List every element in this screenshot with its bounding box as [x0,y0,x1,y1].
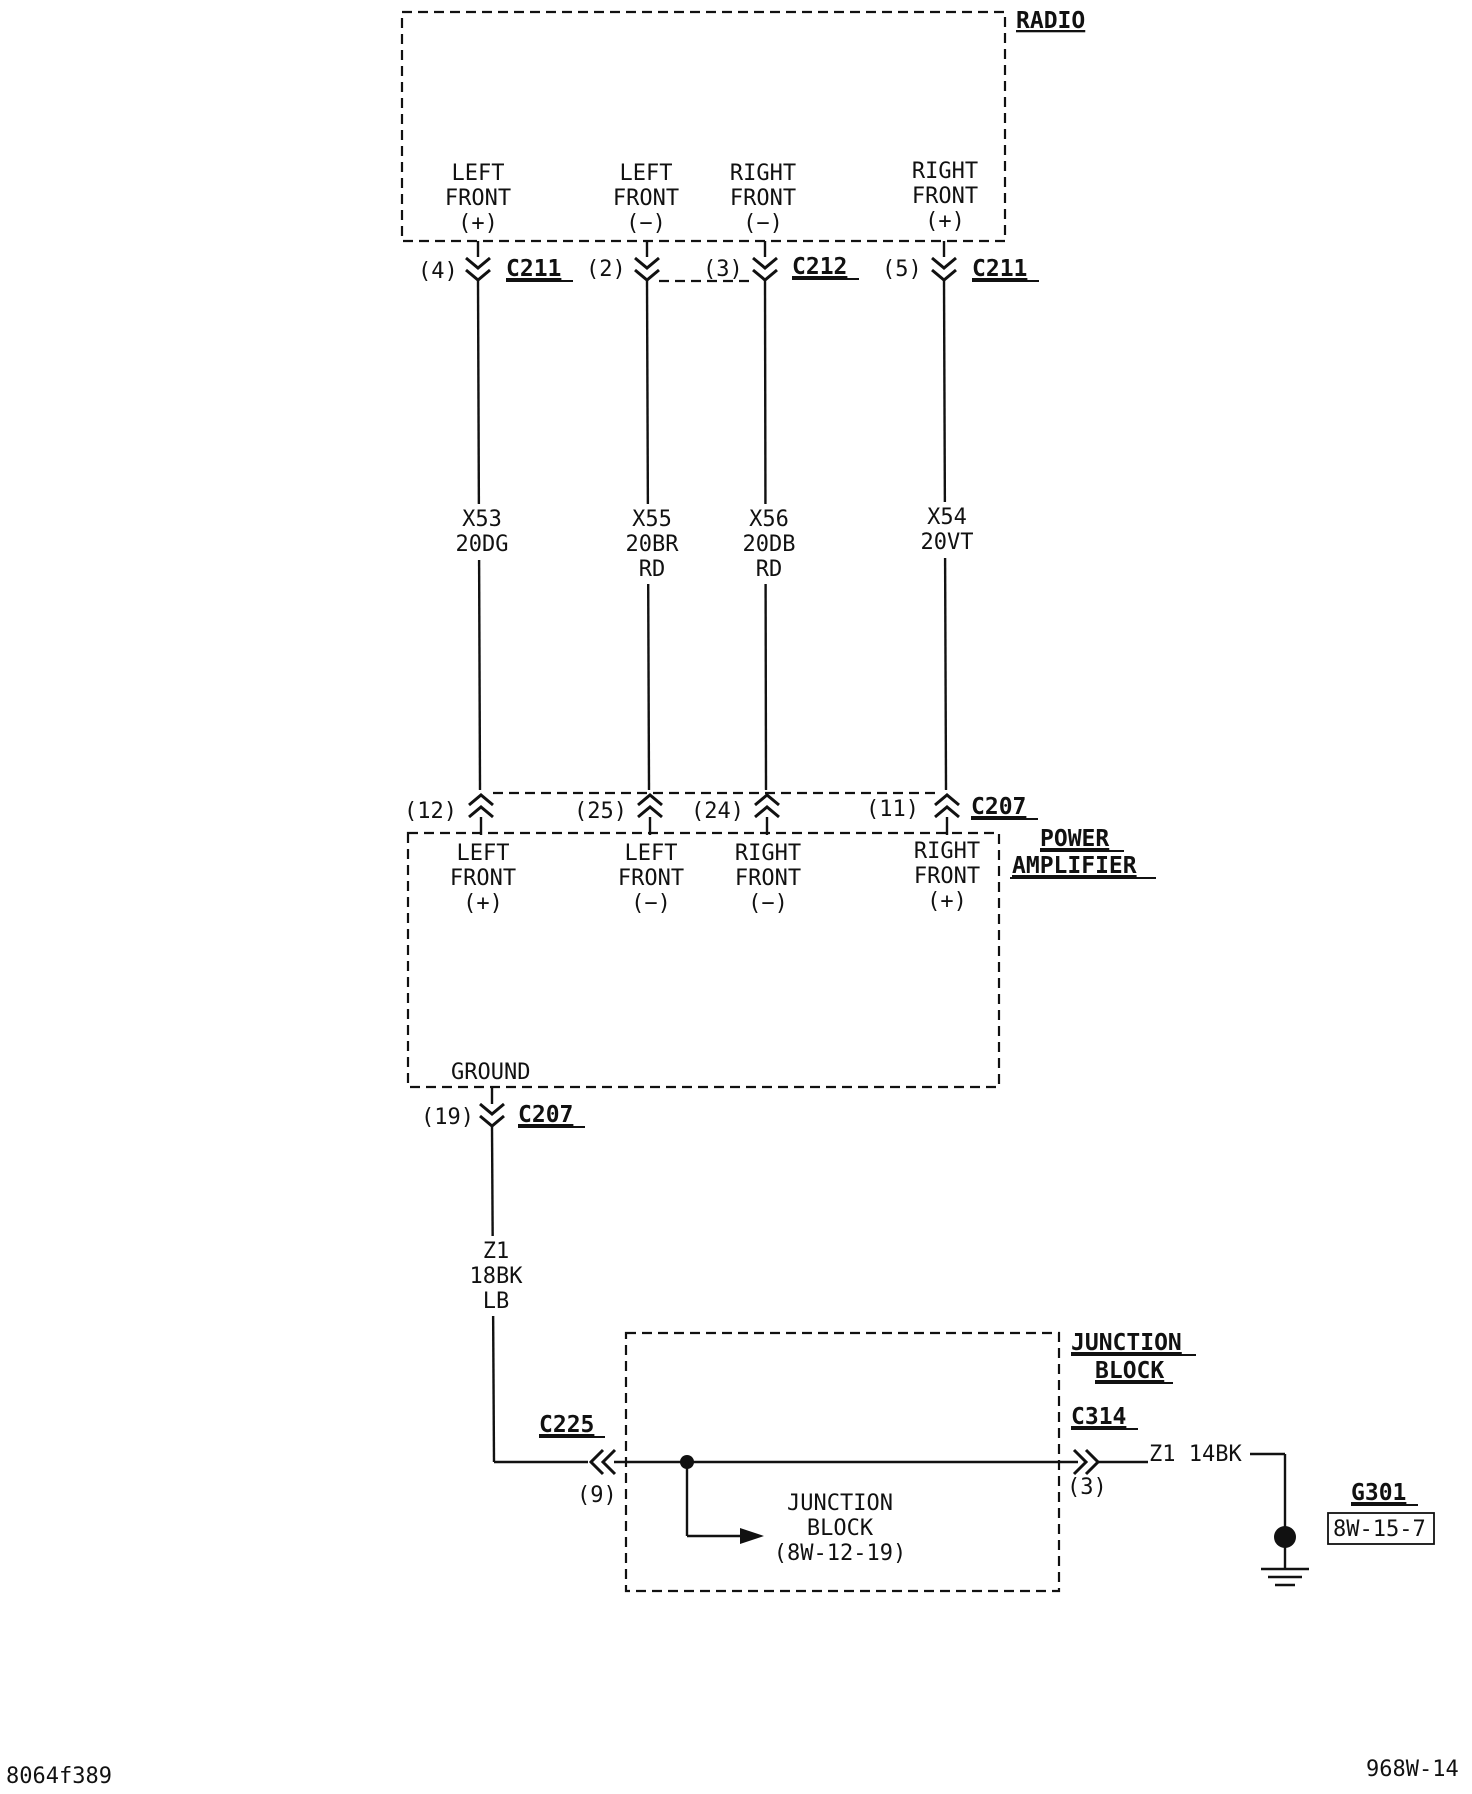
wire-z1-tracer: LB [483,1289,510,1314]
junction-block-title-line1: JUNCTION [1071,1330,1182,1356]
connector-c225-label: C225 [539,1412,594,1438]
radio-pin-1-line3: (+) [458,211,498,236]
junction-block-title-line2: BLOCK [1095,1358,1164,1384]
connector-c212-pin3-symbol [752,256,778,282]
amplifier-title-line2: AMPLIFIER [1012,853,1137,879]
ground-g301: G301 8W-15-7 [1261,1480,1435,1587]
connector-c207-ground-label: C207 [518,1102,573,1128]
ground-g301-label: G301 [1351,1480,1406,1506]
amp-pin-24: (24) [691,799,744,824]
amp-pin-2-line2: FRONT [618,866,684,891]
connector-c314-label: C314 [1071,1404,1126,1430]
connector-c211-right-label: C211 [972,256,1027,282]
radio-pin-1-line1: LEFT [452,161,505,186]
amplifier-title-line1: POWER [1040,826,1109,852]
amp-pin-2-line3: (−) [631,891,671,916]
connector-c211-left-label: C211 [506,256,561,282]
top-pin-3: (3) [703,257,743,282]
radio-pin-4-line3: (+) [925,209,965,234]
radio-title: RADIO [1016,8,1085,34]
amp-conn-11-symbol [934,793,960,819]
amp-pin-4-line2: FRONT [914,864,980,889]
footer-right-code: 968W-14 [1366,1757,1459,1782]
amplifier-ground-label: GROUND [451,1060,530,1085]
wire-x56-tracer: RD [756,557,783,582]
wire-x55-circuit: X55 [632,507,672,532]
c314-pin-3: (3) [1067,1475,1107,1500]
junction-inner-line2: BLOCK [807,1516,874,1541]
radio-pin-1-line2: FRONT [445,186,511,211]
wire-z1-14bk-label: Z1 14BK [1149,1442,1242,1467]
radio-pin-2-line2: FRONT [613,186,679,211]
amp-pin-1-line1: LEFT [457,841,510,866]
connector-c314: C314 (3) [1067,1404,1138,1500]
top-pin-4: (4) [418,259,458,284]
amp-conn-24-symbol [754,793,780,819]
top-pin-2: (2) [586,257,626,282]
wire-x55-gauge: 20BR [626,532,680,557]
amp-conn-25-symbol [637,793,663,819]
arrow-right-icon [740,1528,764,1544]
ground-pin-19: (19) [421,1105,474,1130]
amplifier-pin-labels: LEFT FRONT (+) LEFT FRONT (−) RIGHT FRON… [450,839,980,916]
connector-c212-label: C212 [792,254,847,280]
ground-g301-ref: 8W-15-7 [1333,1517,1426,1542]
amp-pin-1-line2: FRONT [450,866,516,891]
connector-c211-left-symbol [465,256,491,282]
ground-wire: Z1 18BK LB [462,1125,588,1464]
wire-z1-gauge: 18BK [470,1264,524,1289]
wire-x55-tracer: RD [639,557,666,582]
radio-pin-2-line1: LEFT [620,161,673,186]
amp-conn-12-symbol [468,793,494,819]
amp-pin-3-line2: FRONT [735,866,801,891]
junction-inner-line1: JUNCTION [787,1491,893,1516]
output-wire: Z1 14BK [1098,1442,1287,1568]
radio-pin-3-line2: FRONT [730,186,796,211]
amp-pin-11: (11) [866,797,919,822]
connector-c212-pin2-symbol [634,256,660,282]
connector-c225-symbol [588,1448,617,1476]
radio-pin-3-line3: (−) [743,211,783,236]
wire-x54-gauge: 20VT [921,530,974,555]
amp-pin-4-line1: RIGHT [914,839,980,864]
radio-pin-4-line1: RIGHT [912,159,978,184]
wire-x56-circuit: X56 [749,507,789,532]
amplifier-box [406,831,1001,1089]
radio-pin-2-line3: (−) [626,211,666,236]
amp-pin-3-line1: RIGHT [735,841,801,866]
amp-pin-3-line3: (−) [748,891,788,916]
footer-left-code: 8064f389 [6,1764,112,1789]
amp-pin-1-line3: (+) [463,891,503,916]
connector-c225: C225 (9) [539,1412,617,1508]
ground-dot [1274,1526,1296,1548]
junction-block-inner-label: JUNCTION BLOCK (8W-12-19) [774,1491,906,1566]
amp-pin-4-line3: (+) [927,889,967,914]
amp-pin-12: (12) [404,799,457,824]
connector-c211-right-symbol [931,256,957,282]
connector-c207-ground-symbol [479,1102,505,1128]
ground-ref-box [1327,1512,1435,1545]
radio-pin-4-line2: FRONT [912,184,978,209]
connector-c207-amp-label: C207 [971,794,1026,820]
wire-x56-gauge: 20DB [743,532,796,557]
radio-pin-3-line1: RIGHT [730,161,796,186]
wire-x54-circuit: X54 [927,505,967,530]
top-pin-5: (5) [882,257,922,282]
wire-z1-circuit: Z1 [483,1239,510,1264]
c225-pin-9: (9) [577,1483,617,1508]
junction-inner-ref: (8W-12-19) [774,1541,906,1566]
wire-x53-gauge: 20DG [456,532,509,557]
ground-connector: (19) C207 [421,1087,585,1130]
top-connectors: (4) C211 (2) (3) C212 (5) C211 [418,254,1039,284]
wire-labels: X53 20DG X55 20BR RD X56 20DB RD X54 20V… [450,502,978,584]
wire-x53-circuit: X53 [462,507,502,532]
signal-wires [476,241,948,791]
radio-pin-labels: LEFT FRONT (+) LEFT FRONT (−) RIGHT FRON… [445,159,978,236]
amp-pin-25: (25) [574,799,627,824]
amp-pin-2-line1: LEFT [625,841,678,866]
amp-connectors: (12) (25) (24) (11) C207 [404,791,1038,835]
